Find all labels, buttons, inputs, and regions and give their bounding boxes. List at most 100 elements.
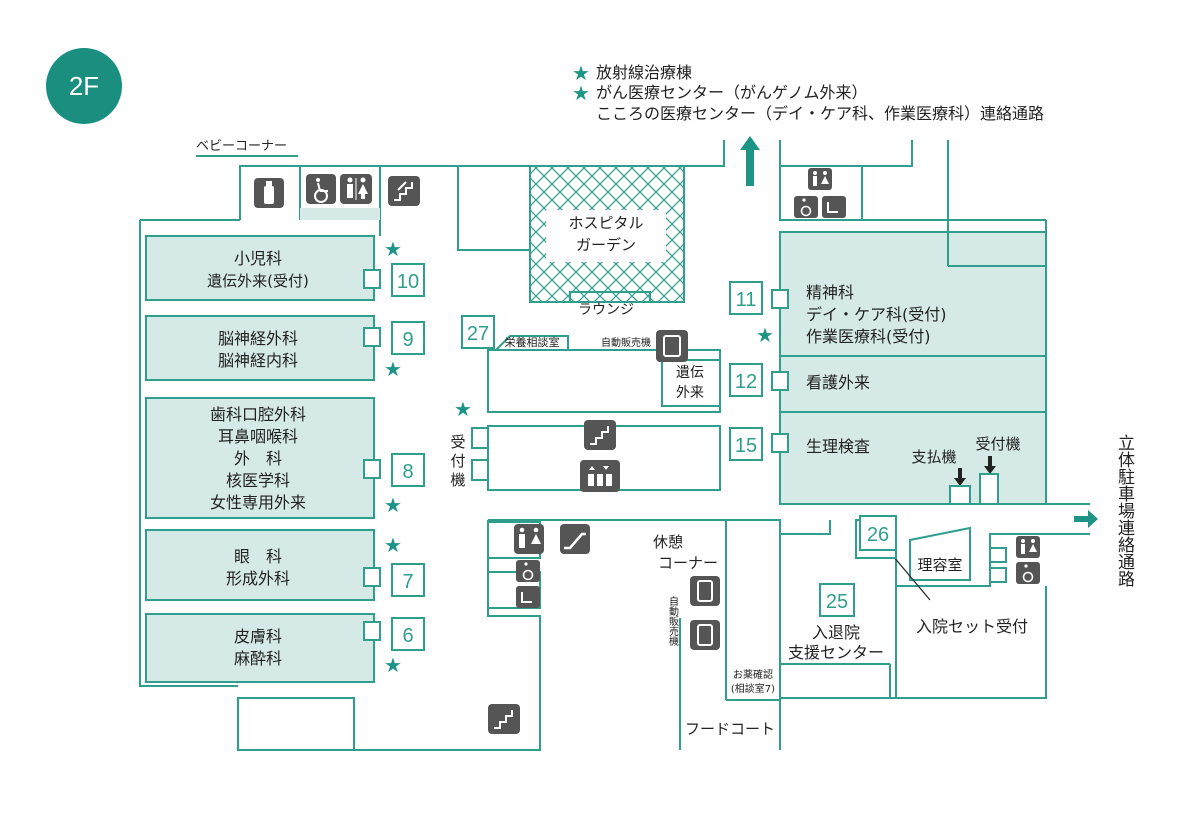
payment-label: 支払機 <box>911 448 956 466</box>
escalator-icon[interactable] <box>560 524 590 554</box>
door-counter <box>363 269 381 289</box>
rest-corner-label-1: 休憩 <box>653 533 683 551</box>
number-12: 12 <box>735 371 757 393</box>
reception-label-2: 付 <box>450 452 465 470</box>
number-box-8[interactable] <box>391 453 425 487</box>
arrow-down-icon <box>954 468 966 486</box>
vending-side-label: 自動販売機 <box>667 595 679 647</box>
reception-label-3: 機 <box>450 471 465 489</box>
door-counter <box>363 621 381 641</box>
arrow-up-icon <box>740 136 760 186</box>
star-icon: ★ <box>454 397 472 421</box>
number-box-26[interactable] <box>859 515 897 551</box>
reception-machine-icon[interactable] <box>471 427 489 449</box>
admission-label-1: 入退院 <box>812 623 860 642</box>
block-12[interactable] <box>779 355 1047 413</box>
genetic-room[interactable] <box>661 359 721 407</box>
number-7: 7 <box>402 571 413 593</box>
block-15[interactable] <box>779 411 1047 505</box>
block-15-line-1: 生理検査 <box>806 437 870 456</box>
elevator-icon[interactable] <box>580 460 620 492</box>
door-counter <box>771 289 789 309</box>
number-box-25[interactable] <box>819 583 855 617</box>
reception-machine-icon[interactable] <box>979 473 999 505</box>
accessible-toilet-icon[interactable] <box>516 586 540 608</box>
admission-label-2: 支援センター <box>788 643 884 662</box>
block-6[interactable] <box>145 613 375 683</box>
reception-machine-label: 受付機 <box>975 435 1020 453</box>
hospital-garden-label-2: ガーデン <box>576 236 636 254</box>
block-labels: 小児科 遺伝外来(受付) 脳神経外科 脳神経内科 歯科口腔外科 耳鼻咽喉科 外 … <box>207 249 946 668</box>
restroom-icon[interactable] <box>1016 536 1040 558</box>
number-box-7[interactable] <box>391 563 425 597</box>
star-icon: ★ <box>384 533 402 557</box>
wheelchair-icon[interactable] <box>794 196 818 218</box>
block-11-line-2: デイ・ケア科(受付) <box>806 305 947 324</box>
reception-label-1: 受 <box>450 433 465 451</box>
star-icon: ★ <box>384 493 402 517</box>
restroom-icon[interactable] <box>340 174 372 204</box>
star-icon: ★ <box>384 653 402 677</box>
wall-top-left <box>239 140 725 220</box>
lounge-label[interactable]: ラウンジ <box>578 302 634 318</box>
number-box-9[interactable] <box>391 321 425 355</box>
restroom-icon[interactable] <box>808 168 832 190</box>
number-box-27[interactable] <box>461 315 495 349</box>
number-25: 25 <box>826 591 848 613</box>
nutrition-room-outline <box>495 335 569 351</box>
floor-badge: 2F <box>46 48 122 124</box>
vending-icon[interactable] <box>690 620 720 650</box>
hospital-garden-label-bg <box>546 210 666 262</box>
hospital-garden-label-1: ホスピタル <box>568 214 643 232</box>
stairs-icon[interactable] <box>488 704 520 734</box>
block-9[interactable] <box>145 315 375 381</box>
room-lower-left <box>237 697 355 751</box>
block-11[interactable] <box>779 231 1047 357</box>
block-9-line-2: 脳神経内科 <box>218 351 298 370</box>
reception-machine-icon[interactable] <box>471 459 489 481</box>
accessible-toilet-icon[interactable] <box>822 196 846 218</box>
number-box-6[interactable] <box>391 617 425 651</box>
stairs-icon[interactable] <box>388 176 420 206</box>
genetic-label-1: 遺伝 <box>676 365 704 381</box>
star-icon: ★ <box>384 237 402 261</box>
arrow-right-icon <box>1074 510 1098 528</box>
nutrition-label[interactable]: 栄養相談室 <box>505 335 560 349</box>
baby-bottle-icon[interactable] <box>254 178 284 208</box>
block-7[interactable] <box>145 529 375 601</box>
block-12-line-1: 看護外来 <box>806 373 870 392</box>
block-9-line-1: 脳神経外科 <box>218 329 298 348</box>
stairs-icon[interactable] <box>584 420 616 450</box>
rest-corner-label-2: コーナー <box>658 554 718 572</box>
number-9: 9 <box>402 329 413 351</box>
number-box-15[interactable] <box>729 427 763 461</box>
number-27: 27 <box>467 323 489 345</box>
vending-icon[interactable] <box>656 330 688 362</box>
number-boxes: 10 9 8 7 6 11 12 15 27 26 25 <box>391 263 897 651</box>
barber-label: 理容室 <box>917 556 962 574</box>
number-box-11[interactable] <box>729 281 763 315</box>
block-10[interactable] <box>145 235 375 301</box>
number-box-12[interactable] <box>729 363 763 397</box>
wheelchair-icon[interactable] <box>516 560 540 582</box>
number-box-10[interactable] <box>391 263 425 297</box>
wheelchair-icon[interactable] <box>1016 562 1040 584</box>
vending-icon[interactable] <box>690 576 720 606</box>
wheelchair-icon[interactable] <box>306 174 336 204</box>
barber-room[interactable] <box>909 526 971 581</box>
payment-machine-icon[interactable] <box>949 485 971 505</box>
parking-connection-label[interactable]: 立体駐車場連絡通路 <box>1114 434 1135 587</box>
block-8[interactable] <box>145 397 375 519</box>
restroom-icon[interactable] <box>514 524 544 554</box>
connections-legend: ★ 放射線治療棟 ★ がん医療センター（がんゲノム外来） こころの医療センター（… <box>572 61 1044 123</box>
block-7-line-2: 形成外科 <box>226 569 290 588</box>
number-10: 10 <box>397 271 419 293</box>
star-icon: ★ <box>572 81 590 105</box>
block-8-line-3: 外 科 <box>234 449 282 468</box>
counter-small <box>989 547 1007 563</box>
genetic-label-2: 外来 <box>676 385 704 401</box>
block-11-line-1: 精神科 <box>806 283 854 302</box>
food-court-label[interactable]: フードコート <box>685 720 775 738</box>
